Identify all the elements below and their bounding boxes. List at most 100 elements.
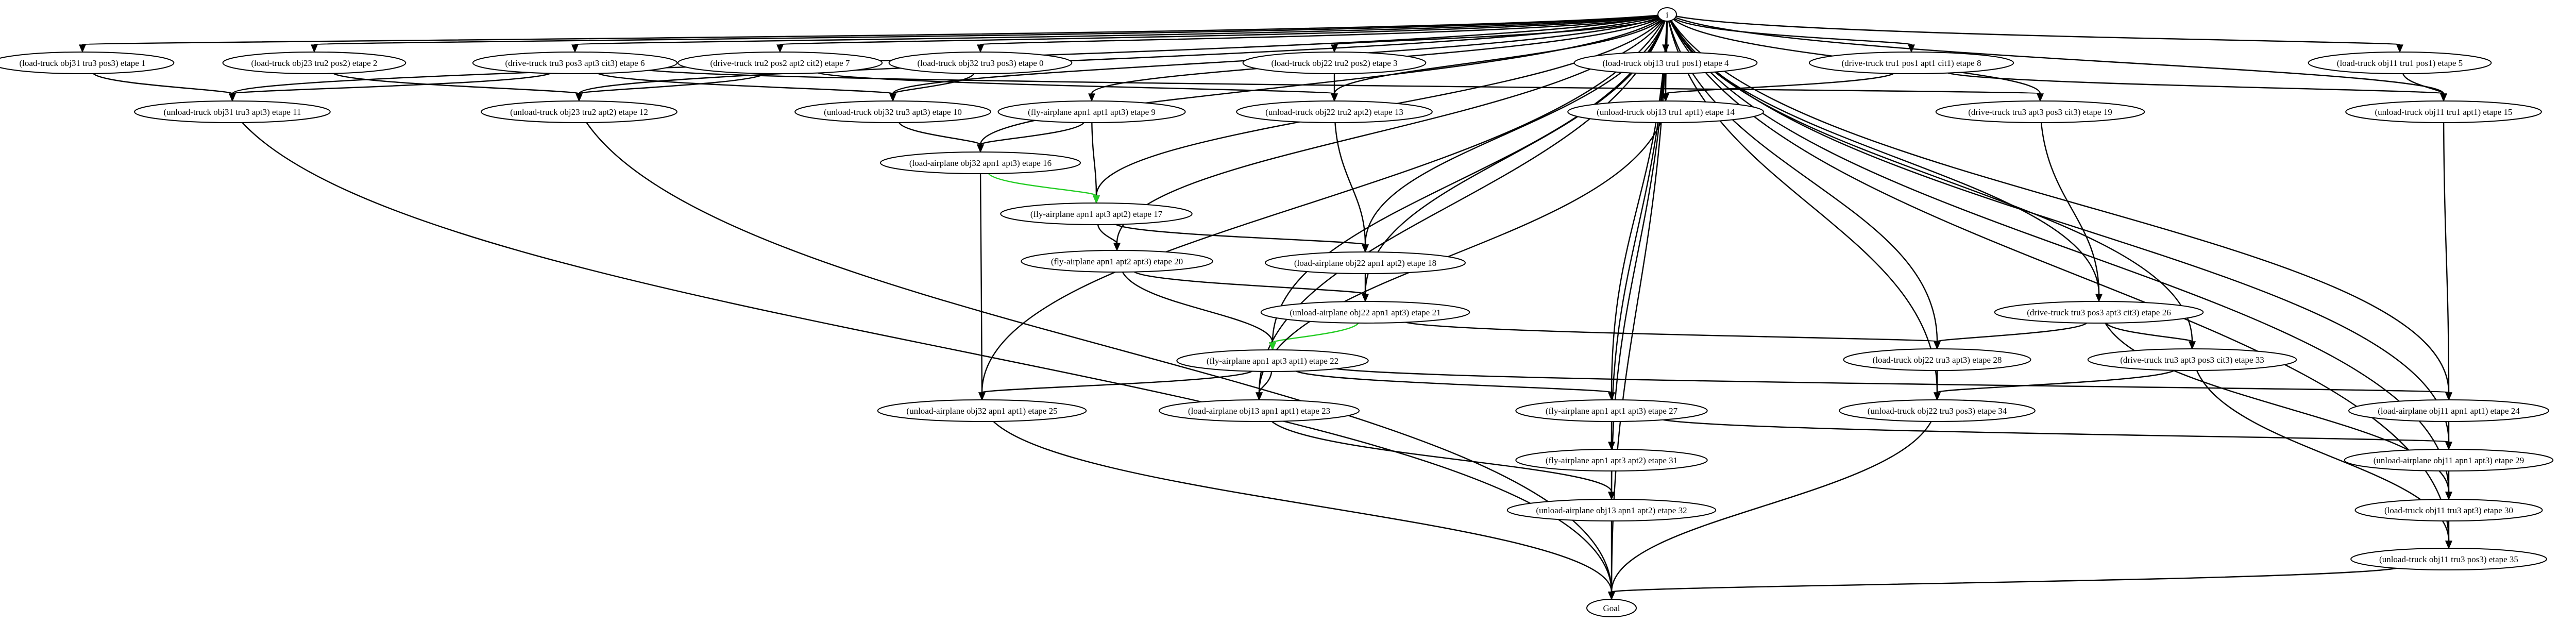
node-ellipse xyxy=(1236,100,1433,123)
arrowhead-icon xyxy=(575,93,583,102)
edge-line xyxy=(1097,224,1118,244)
action-node: (unload-truck obj31 tru3 apt3) etape 11 xyxy=(134,100,331,123)
action-node: (load-airplane obj22 apn1 apt2) etape 18 xyxy=(1265,251,1466,274)
arrowhead-icon xyxy=(2095,294,2103,302)
node-label: (drive-truck tru1 pos1 apt1 cit1) etape … xyxy=(1842,58,1981,68)
node-ellipse xyxy=(1515,449,1708,471)
node-ellipse xyxy=(2344,449,2554,471)
edge-init-n23 xyxy=(1256,21,1666,401)
edge-line xyxy=(313,14,1658,46)
node-ellipse xyxy=(0,52,175,74)
arrowhead-icon xyxy=(2445,442,2452,450)
edge-line xyxy=(1675,16,2445,94)
arrowhead-icon xyxy=(79,44,86,53)
edge-n9-n16 xyxy=(977,122,1084,153)
node-ellipse xyxy=(677,52,883,74)
edge-line xyxy=(981,20,1665,393)
node-label: (fly-airplane apn1 apt2 apt3) etape 20 xyxy=(1051,257,1183,266)
arrowhead-icon xyxy=(2396,44,2403,53)
action-node: (load-airplane obj32 apn1 apt3) etape 16 xyxy=(880,151,1081,174)
edge-line xyxy=(1333,17,1660,46)
action-node: (fly-airplane apn1 apt2 apt3) etape 20 xyxy=(1021,250,1213,273)
action-node: (fly-airplane apn1 apt1 apt3) etape 9 xyxy=(997,100,1186,123)
edge-n3-n13 xyxy=(1331,73,1338,102)
arrowhead-icon xyxy=(1362,294,1369,302)
action-node: (unload-truck obj23 tru2 apt2) etape 12 xyxy=(481,100,677,123)
action-node: (unload-airplane obj13 apn1 apt2) etape … xyxy=(1506,499,1717,521)
node-label: (unload-airplane obj13 apn1 apt2) etape … xyxy=(1536,505,1687,515)
node-ellipse xyxy=(1000,203,1193,225)
node-label: (load-truck obj22 tru2 pos2) etape 3 xyxy=(1271,58,1397,68)
node-label: (fly-airplane apn1 apt3 apt2) etape 17 xyxy=(1030,209,1163,219)
edge-n31-n32 xyxy=(1608,471,1615,500)
edge-line xyxy=(979,122,1084,146)
node-ellipse xyxy=(2345,100,2542,123)
edge-line xyxy=(1669,20,2450,542)
node-ellipse xyxy=(877,399,1087,422)
nodes-layer: i(load-truck obj31 tru3 pos3) etape 1(lo… xyxy=(0,7,2554,617)
edge-n1-n11 xyxy=(93,73,236,102)
action-node: (load-truck obj22 tru3 apt3) etape 28 xyxy=(1843,348,2031,371)
edge-n35-goal xyxy=(1608,567,2397,600)
node-ellipse xyxy=(997,100,1186,123)
edge-init-n5 xyxy=(1676,15,2403,53)
node-ellipse xyxy=(1159,399,1360,422)
node-label: (unload-truck obj22 tru3 pos3) etape 34 xyxy=(1868,406,2007,416)
edge-n33-n34 xyxy=(1934,369,2175,401)
edge-line xyxy=(1947,72,2445,95)
edge-n10-n16 xyxy=(898,122,984,153)
node-label: Goal xyxy=(1603,603,1620,613)
action-node: (unload-truck obj11 tru1 apt1) etape 15 xyxy=(2345,100,2542,123)
node-ellipse xyxy=(1506,499,1717,521)
node-label: (drive-truck tru3 pos3 apt3 cit3) etape … xyxy=(2027,308,2171,317)
edge-n27-n31 xyxy=(1608,421,1615,450)
edge-line xyxy=(1670,20,2450,393)
edge-line xyxy=(779,15,1658,46)
edge-line xyxy=(1296,370,1613,394)
edge-n0-n10 xyxy=(889,73,975,102)
action-node: (unload-airplane obj22 apn1 apt3) etape … xyxy=(1260,301,1470,324)
edge-n8-n15 xyxy=(1947,72,2447,102)
edge-line xyxy=(1663,419,2450,443)
edge-line xyxy=(1936,322,2088,343)
arrowhead-icon xyxy=(2440,93,2447,102)
edge-line xyxy=(81,14,1658,46)
arrowhead-icon xyxy=(2189,341,2196,350)
node-label: (unload-airplane obj22 apn1 apt3) etape … xyxy=(1290,308,1440,317)
node-label: (load-truck obj11 tru3 apt3) etape 30 xyxy=(2384,505,2513,515)
node-label: (unload-truck obj31 tru3 apt3) etape 11 xyxy=(163,107,301,117)
action-node: (load-airplane obj13 apn1 apt1) etape 23 xyxy=(1159,399,1360,422)
edge-n16-n17 xyxy=(988,173,1100,204)
edge-n5-n15 xyxy=(2402,73,2447,102)
start-node: i xyxy=(1657,7,1677,22)
action-node: (drive-truck tru3 pos3 apt3 cit3) etape … xyxy=(472,52,678,74)
node-label: (unload-truck obj11 tru3 pos3) etape 35 xyxy=(2379,554,2518,564)
edge-init-n7 xyxy=(776,15,1658,53)
edge-line xyxy=(578,73,766,95)
arrowhead-icon xyxy=(571,44,579,53)
edge-n26-n28 xyxy=(1934,322,2088,350)
edge-line xyxy=(1676,15,2401,46)
edge-n21-n28 xyxy=(1405,322,1941,350)
edge-line xyxy=(979,173,983,393)
node-ellipse xyxy=(134,100,331,123)
edge-n22-n25 xyxy=(978,370,1252,401)
edge-line xyxy=(649,70,2041,95)
arrowhead-icon xyxy=(1269,342,1276,351)
node-label: (unload-airplane obj32 apn1 apt1) etape … xyxy=(906,406,1057,416)
edge-line xyxy=(574,15,1658,46)
edge-n26-n33 xyxy=(2105,323,2196,350)
node-ellipse xyxy=(1657,7,1677,22)
edge-line xyxy=(1611,21,1668,443)
node-ellipse xyxy=(1242,52,1427,74)
node-ellipse xyxy=(2350,548,2547,570)
node-label: (load-airplane obj13 apn1 apt1) etape 23 xyxy=(1188,406,1330,416)
arrowhead-icon xyxy=(1662,93,1669,102)
node-label: (fly-airplane apn1 apt1 apt3) etape 27 xyxy=(1546,406,1678,416)
edge-line xyxy=(93,73,233,95)
arrowhead-icon xyxy=(2445,492,2452,500)
edge-line xyxy=(818,72,1335,95)
node-ellipse xyxy=(1994,301,2204,324)
action-node: (load-truck obj32 tru3 pos3) etape 0 xyxy=(888,52,1073,74)
node-ellipse xyxy=(1808,52,2014,74)
